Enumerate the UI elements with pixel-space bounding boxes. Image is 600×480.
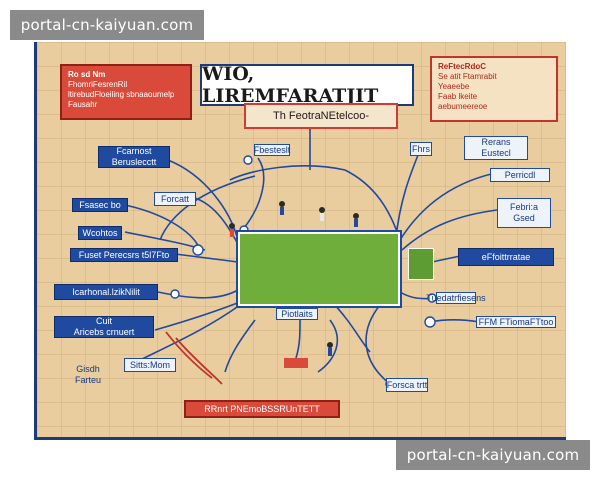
red-box-top-right-line-5: aebumeereoe bbox=[438, 102, 488, 111]
watermark-top: portal-cn-kaiyuan.com bbox=[10, 10, 204, 40]
label-node-19: Forsca trtt bbox=[386, 378, 428, 392]
red-box-top-left-line-2: FhomriFesrenRil bbox=[68, 80, 128, 89]
label-node-5: Wcohtos bbox=[78, 226, 122, 240]
label-node-12-line-1: Rerans bbox=[481, 137, 511, 147]
label-node-12-line-2: Eustecl bbox=[481, 148, 511, 158]
label-node-12: Rerans Eustecl bbox=[464, 136, 528, 160]
label-node-16: eFfoittrratae bbox=[458, 248, 554, 266]
label-node-8: Cuit Aricebs crnuert bbox=[54, 316, 154, 338]
label-node-8-line-1: Cuit bbox=[95, 316, 112, 326]
label-node-13: Perricdl bbox=[490, 168, 550, 182]
red-box-top-right-line-4: Faab lkeite bbox=[438, 92, 478, 101]
red-box-top-left-line-3: ltirebudFloeiling sbnaaoumelp bbox=[68, 90, 175, 99]
red-box-top-right: ReFtecRdoC Se atit Ftamrabit Yeaeebe Faa… bbox=[430, 56, 558, 122]
label-node-6: Fuset Perecsrs t5l7Fto bbox=[70, 248, 178, 262]
red-box-top-right-line-2: Se atit Ftamrabit bbox=[438, 72, 497, 81]
label-node-1-line-1: Fcarnost bbox=[116, 146, 152, 156]
red-box-top-left: Ro sd Nm FhomriFesrenRil ltirebudFloeili… bbox=[60, 64, 192, 120]
label-node-8-line-2: Aricebs crnuert bbox=[73, 327, 135, 337]
label-node-9-line-2: Farteu bbox=[74, 375, 101, 385]
diagram-subtitle: Th FeotraNEtelcoo- bbox=[244, 103, 398, 129]
label-node-7: Icarhonal.lzikNilit bbox=[54, 284, 158, 300]
label-node-15-line-2: Gsed bbox=[513, 213, 535, 223]
label-node-2: Forcatt bbox=[154, 192, 196, 206]
red-box-top-left-line-4: Fausahr bbox=[68, 100, 98, 109]
red-box-bottom: RRnrt PNEmoBSSRUnTETT bbox=[184, 400, 340, 418]
watermark-bottom: portal-cn-kaiyuan.com bbox=[396, 440, 590, 470]
label-node-9: Gisdh Farteu bbox=[62, 364, 114, 386]
label-node-14: Piotlaits bbox=[276, 308, 318, 320]
football-pitch bbox=[238, 232, 400, 306]
label-node-3: Fbesteslt bbox=[253, 144, 291, 156]
label-node-11: Fhrs bbox=[410, 142, 432, 156]
label-node-18: FFM FTiomaFTtoo bbox=[476, 316, 556, 328]
label-node-1: Fcarnost Beruslecctt bbox=[98, 146, 170, 168]
label-node-1-line-2: Beruslecctt bbox=[111, 157, 157, 167]
label-node-15: Febri:a Gsed bbox=[497, 198, 551, 228]
red-marker-tag bbox=[284, 358, 308, 368]
label-node-15-line-1: Febri:a bbox=[509, 202, 538, 212]
red-box-top-right-line-1: ReFtecRdoC bbox=[438, 62, 487, 71]
diagram-title: WIO, LIREMFARATJIT bbox=[200, 63, 414, 107]
label-node-9-line-1: Gisdh bbox=[76, 364, 100, 374]
red-box-top-right-line-3: Yeaeebe bbox=[438, 82, 470, 91]
label-node-17: Tuedatrfiesens bbox=[426, 292, 486, 304]
mini-pitch-icon bbox=[408, 248, 434, 280]
label-node-10: Sitts:Mom bbox=[124, 358, 176, 372]
label-node-4: Fsasec bo bbox=[72, 198, 128, 212]
red-box-top-left-line-1: Ro sd Nm bbox=[68, 70, 106, 79]
